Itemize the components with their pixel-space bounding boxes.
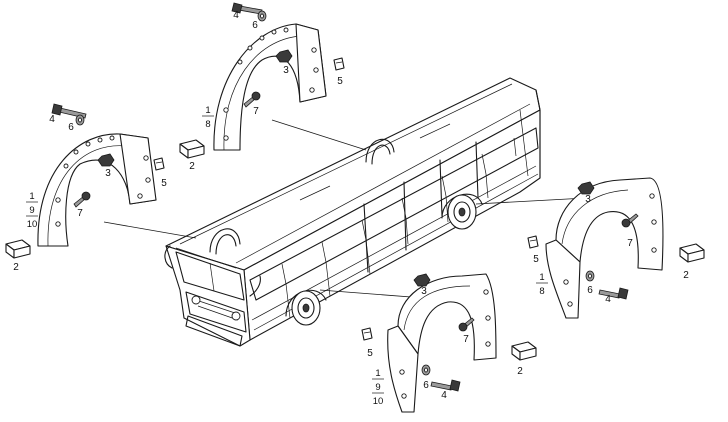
variant-label-front-right: 1 9 10 bbox=[372, 368, 384, 407]
variant-rear-right-line-1: 1 bbox=[539, 272, 544, 283]
callout-3-front-right: 3 bbox=[421, 286, 427, 297]
variant-label-rear-left: 1 8 bbox=[202, 105, 214, 130]
wheel-arch-rear-right bbox=[545, 177, 664, 319]
roof-arch-marker-front bbox=[209, 228, 241, 255]
callout-2-front-left: 2 bbox=[13, 262, 19, 273]
washer-rear-right bbox=[585, 270, 595, 282]
callout-3-rear-right: 3 bbox=[585, 194, 591, 205]
bolt-rear-right bbox=[598, 287, 629, 300]
callout-6-rear-left: 6 bbox=[252, 20, 258, 31]
callout-7-front-left: 7 bbox=[77, 208, 83, 219]
wheel-arch-rear-left bbox=[213, 23, 327, 151]
leader-line-rear-right bbox=[475, 197, 587, 205]
screw-rear-left bbox=[243, 91, 261, 108]
callout-5-front-left: 5 bbox=[161, 178, 167, 189]
clip-front-left bbox=[153, 157, 165, 171]
bus-rear-wheel bbox=[441, 193, 483, 230]
leader-line-front-right bbox=[319, 289, 425, 299]
variant-rear-right-line-2: 8 bbox=[539, 286, 544, 297]
callout-5-front-right: 5 bbox=[367, 348, 373, 359]
callout-4-rear-left: 4 bbox=[233, 10, 239, 21]
nut-rear-right bbox=[577, 181, 595, 195]
callout-6-rear-right: 6 bbox=[587, 285, 593, 296]
bolt-front-right bbox=[430, 379, 461, 392]
roof-arch-marker-rear bbox=[365, 138, 395, 165]
bus-body bbox=[164, 77, 541, 347]
callout-4-front-right: 4 bbox=[441, 390, 447, 401]
screw-front-left bbox=[73, 191, 91, 208]
block-front-right bbox=[511, 341, 537, 361]
callout-7-rear-right: 7 bbox=[627, 238, 633, 249]
washer-front-left bbox=[75, 114, 85, 126]
wheel-arch-front-left bbox=[37, 133, 157, 247]
washer-front-right bbox=[421, 364, 431, 376]
callout-2-front-right: 2 bbox=[517, 366, 523, 377]
nut-front-right bbox=[413, 273, 431, 287]
screw-front-right bbox=[458, 317, 475, 332]
callout-4-rear-right: 4 bbox=[605, 294, 611, 305]
variant-front-left-line-2: 9 bbox=[29, 205, 34, 216]
variant-rear-left-line-1: 1 bbox=[205, 105, 210, 116]
variant-rear-left-line-2: 8 bbox=[205, 119, 210, 130]
callout-2-rear-right: 2 bbox=[683, 270, 689, 281]
leader-line-rear-left bbox=[271, 119, 367, 151]
callout-6-front-right: 6 bbox=[423, 380, 429, 391]
variant-label-rear-right: 1 8 bbox=[536, 272, 548, 297]
callout-4-front-left: 4 bbox=[49, 114, 55, 125]
block-rear-left bbox=[179, 139, 205, 159]
block-rear-right bbox=[679, 243, 705, 263]
variant-front-left-line-1: 1 bbox=[29, 191, 34, 202]
screw-rear-right bbox=[621, 213, 639, 228]
callout-5-rear-right: 5 bbox=[533, 254, 539, 265]
callout-6-front-left: 6 bbox=[68, 122, 74, 133]
variant-front-right-line-2: 9 bbox=[375, 382, 380, 393]
washer-rear-left bbox=[257, 10, 267, 22]
callout-7-front-right: 7 bbox=[463, 334, 469, 345]
variant-label-front-left: 1 9 10 bbox=[26, 191, 38, 230]
block-front-left bbox=[5, 239, 31, 259]
variant-front-right-line-1: 1 bbox=[375, 368, 380, 379]
variant-front-left-line-3: 10 bbox=[27, 219, 38, 230]
nut-front-left bbox=[97, 153, 115, 167]
clip-rear-left bbox=[333, 57, 345, 71]
clip-front-right bbox=[361, 327, 373, 341]
bus-front-wheel bbox=[285, 289, 327, 326]
nut-rear-left bbox=[275, 49, 293, 63]
callout-3-front-left: 3 bbox=[105, 168, 111, 179]
callout-3-rear-left: 3 bbox=[283, 65, 289, 76]
wheel-arch-front-right bbox=[387, 273, 497, 413]
callout-7-rear-left: 7 bbox=[253, 106, 259, 117]
clip-rear-right bbox=[527, 235, 539, 249]
leader-line-front-left bbox=[103, 221, 197, 239]
variant-front-right-line-3: 10 bbox=[373, 396, 384, 407]
callout-5-rear-left: 5 bbox=[337, 76, 343, 87]
callout-2-rear-left: 2 bbox=[189, 161, 195, 172]
bolt-rear-left bbox=[231, 2, 263, 15]
